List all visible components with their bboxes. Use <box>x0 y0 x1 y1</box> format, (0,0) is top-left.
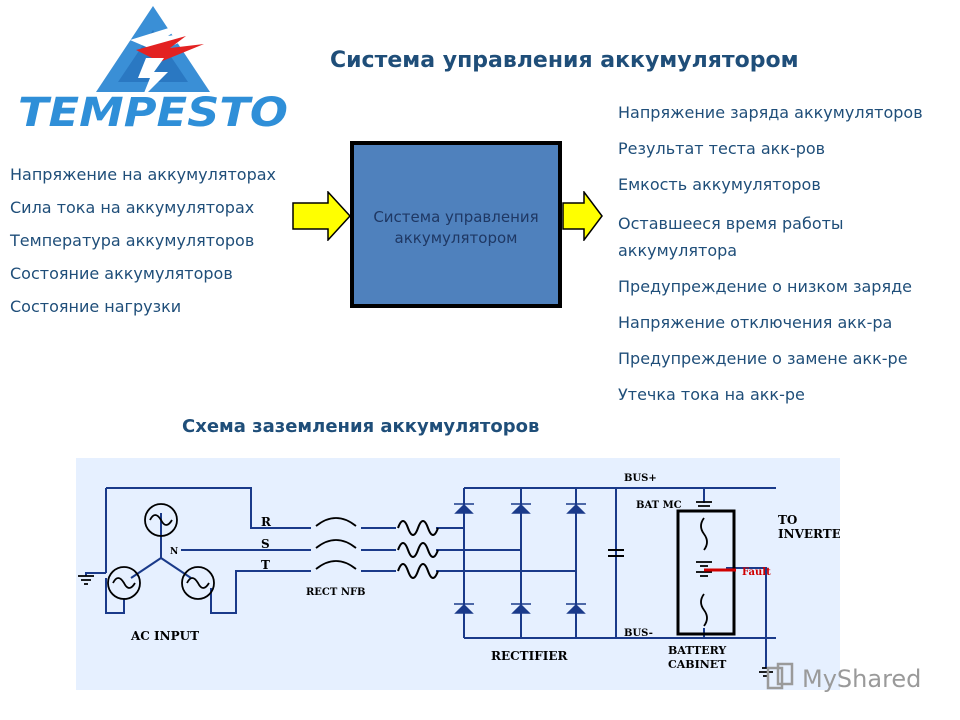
control-system-box: Система управления аккумулятором <box>350 141 562 308</box>
output-item: Напряжение отключения акк-ра <box>618 313 893 332</box>
myshared-watermark: MyShared <box>766 662 921 693</box>
neutral-label: N <box>170 547 178 557</box>
rect-nfb-label: RECT NFB <box>306 587 366 598</box>
input-item: Напряжение на аккумуляторах <box>10 165 277 184</box>
input-item: Сила тока на аккумуляторах <box>10 198 255 217</box>
output-arrow <box>562 191 603 241</box>
ac-input-label: AC INPUT <box>130 629 199 643</box>
input-item: Состояние аккумуляторов <box>10 264 233 283</box>
input-item: Состояние нагрузки <box>10 297 182 316</box>
tempesto-logo: TEMPESTO <box>18 0 298 140</box>
control-system-label: Система управления аккумулятором <box>354 207 558 249</box>
bus-plus-label: BUS+ <box>624 473 657 484</box>
output-item: Предупреждение о низком заряде <box>618 277 912 296</box>
logo-graphic: TEMPESTO <box>18 6 288 136</box>
grounding-title: Схема заземления аккумуляторов <box>182 416 540 437</box>
to-inverter-label-2: INVERTER <box>778 527 840 541</box>
output-item: Емкость аккумуляторов <box>618 175 821 194</box>
box-label-line-1: Система управления <box>373 208 539 226</box>
input-arrow <box>292 191 352 241</box>
phase-r-label: R <box>261 515 272 529</box>
watermark-text: MyShared <box>802 665 921 693</box>
logo-text: TEMPESTO <box>18 90 288 136</box>
battery-cabinet-label-2: CABINET <box>668 658 727 671</box>
bat-mc-label: BAT MC <box>636 500 682 511</box>
output-item: Утечка тока на акк-ре <box>618 385 805 404</box>
input-item: Температура аккумуляторов <box>10 231 255 250</box>
page-title: Система управления аккумулятором <box>330 48 799 73</box>
fault-label: Fault <box>742 567 771 578</box>
box-label-line-2: аккумулятором <box>394 229 518 247</box>
grounding-schematic: AC INPUT N R S T RECT NFB RECTIFIER BUS+… <box>76 458 840 690</box>
phase-s-label: S <box>261 537 270 551</box>
rectifier-label: RECTIFIER <box>491 649 568 663</box>
output-item: Результат теста акк-ров <box>618 139 826 158</box>
output-item: Предупреждение о замене акк-ре <box>618 349 908 368</box>
to-inverter-label-1: TO <box>778 513 797 527</box>
watermark-icon <box>766 662 794 690</box>
output-item: Напряжение заряда аккумуляторов <box>618 103 923 122</box>
phase-t-label: T <box>261 558 270 572</box>
battery-cabinet-frame <box>676 509 736 636</box>
output-item: Оставшееся время работы аккумулятора <box>618 214 844 260</box>
bus-minus-label: BUS- <box>624 628 653 639</box>
inputs-list: Напряжение на аккумуляторах Сила тока на… <box>10 164 276 329</box>
outputs-list: Напряжение заряда аккумуляторов Результа… <box>618 102 948 420</box>
battery-cabinet-label-1: BATTERY <box>668 644 726 657</box>
